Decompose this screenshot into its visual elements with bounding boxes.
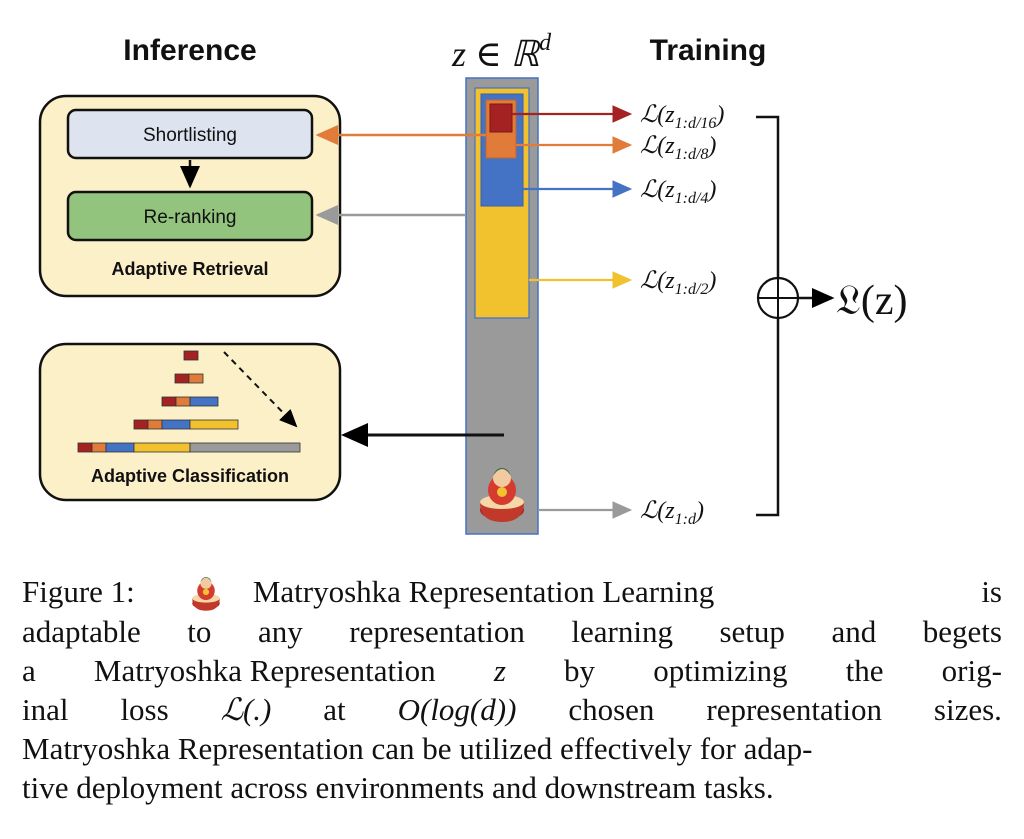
adaptive-retrieval-panel: Shortlisting Re-ranking Adaptive Retriev… (38, 94, 342, 298)
total-loss-label: 𝔏(z) (836, 278, 908, 324)
nested-bars (77, 350, 301, 453)
matryoshka-doll-icon (480, 468, 524, 522)
matryoshka-doll-inline-icon (192, 577, 220, 611)
adaptive-retrieval-title: Adaptive Retrieval (111, 259, 268, 279)
adaptive-classification-title: Adaptive Classification (91, 466, 289, 486)
caption-method-name: Matryoshka Representation Learning (252, 574, 715, 609)
loss-label-d16: ℒ(z1:d/16) (640, 102, 724, 132)
loss-label-d: ℒ(z1:d) (640, 498, 704, 528)
shortlisting-box (66, 108, 314, 160)
reranking-label: Re-ranking (144, 207, 237, 228)
sixteenth-vector-block (489, 103, 513, 133)
caption-line-6: tive deployment across environments and … (22, 770, 774, 805)
loss-label-d8: ℒ(z1:d/8) (640, 133, 716, 163)
training-title: Training (650, 34, 767, 67)
reranking-box (66, 190, 314, 242)
svg-text:ℒ(z1:d/4): ℒ(z1:d/4) (640, 177, 716, 207)
adaptive-classification-panel: Adaptive Classification (38, 342, 342, 502)
svg-text:ℒ(z1:d/16): ℒ(z1:d/16) (640, 102, 724, 132)
figure-number: Figure 1: (22, 574, 135, 609)
loss-label-d2: ℒ(z1:d/2) (640, 268, 716, 298)
inference-title: Inference (123, 34, 256, 67)
caption-line-1: Figure 1: Matryoshka Representation Lear… (22, 572, 1002, 612)
embedding-vector (465, 77, 539, 535)
loss-label-d4: ℒ(z1:d/4) (640, 177, 716, 207)
matryoshka-diagram: Inference Training z ∈ ℝd ℒ(z1:d/16) ℒ(z… (38, 30, 908, 535)
svg-text:ℒ(z1:d/8): ℒ(z1:d/8) (640, 133, 716, 163)
vector-label: z ∈ ℝd (451, 30, 552, 74)
svg-text:ℒ(z1:d/2): ℒ(z1:d/2) (640, 268, 716, 298)
caption-line-5: Matryoshka Representation can be utilize… (22, 731, 813, 766)
svg-text:ℒ(z1:d): ℒ(z1:d) (640, 498, 704, 528)
figure-caption: Figure 1: Matryoshka Representation Lear… (22, 572, 1002, 807)
shortlisting-label: Shortlisting (143, 125, 237, 146)
